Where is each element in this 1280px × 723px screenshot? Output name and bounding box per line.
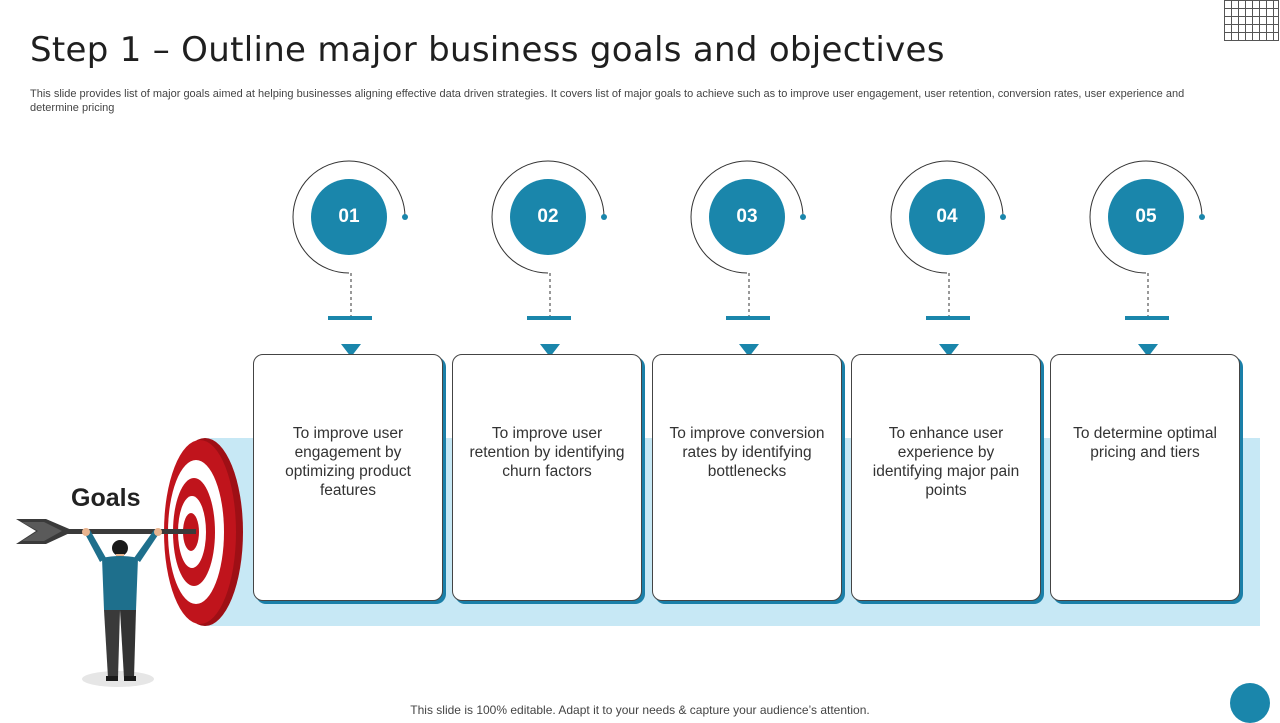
step-number-03: 03 xyxy=(709,179,785,255)
slide-subtitle: This slide provides list of major goals … xyxy=(30,88,1185,114)
step-number-05: 05 xyxy=(1108,179,1184,255)
step-bar-4 xyxy=(926,316,970,320)
step-bar-5 xyxy=(1125,316,1169,320)
step-arc-dot-1 xyxy=(402,214,408,220)
step-arc-4 xyxy=(890,160,1004,274)
target-icon xyxy=(164,438,243,626)
goal-card-04: To enhance user experience by identifyin… xyxy=(851,354,1041,601)
slide-title: Step 1 – Outline major business goals an… xyxy=(30,30,945,70)
step-number-04: 04 xyxy=(909,179,985,255)
goal-card-03: To improve conversion rates by identifyi… xyxy=(652,354,842,601)
step-bar-2 xyxy=(527,316,571,320)
goal-text-04: To enhance user experience by identifyin… xyxy=(872,425,1020,499)
step-triangle-2 xyxy=(540,344,560,357)
goal-card-02: To improve user retention by identifying… xyxy=(452,354,642,601)
step-number-01: 01 xyxy=(311,179,387,255)
goals-label: Goals xyxy=(71,484,141,512)
goal-card-01: To improve user engagement by optimizing… xyxy=(253,354,443,601)
step-triangle-1 xyxy=(341,344,361,357)
step-arc-dot-4 xyxy=(1000,214,1006,220)
step-bar-3 xyxy=(726,316,770,320)
footer-note: This slide is 100% editable. Adapt it to… xyxy=(410,703,870,717)
step-triangle-5 xyxy=(1138,344,1158,357)
goal-text-03: To improve conversion rates by identifyi… xyxy=(669,425,825,480)
step-bar-1 xyxy=(328,316,372,320)
step-arc-dot-5 xyxy=(1199,214,1205,220)
goal-text-01: To improve user engagement by optimizing… xyxy=(285,425,411,499)
step-arc-dot-3 xyxy=(800,214,806,220)
step-triangle-4 xyxy=(939,344,959,357)
decorative-circle xyxy=(1230,683,1270,723)
step-arc-dot-2 xyxy=(601,214,607,220)
step-arc-1 xyxy=(292,160,406,274)
goal-text-02: To improve user retention by identifying… xyxy=(469,425,625,480)
step-arc-5 xyxy=(1089,160,1203,274)
step-number-02: 02 xyxy=(510,179,586,255)
step-triangle-3 xyxy=(739,344,759,357)
goal-text-05: To determine optimal pricing and tiers xyxy=(1073,425,1217,461)
goal-card-05: To determine optimal pricing and tiers xyxy=(1050,354,1240,601)
arrow-icon xyxy=(16,519,196,544)
person-icon xyxy=(82,528,162,687)
step-arc-2 xyxy=(491,160,605,274)
step-arc-3 xyxy=(690,160,804,274)
grid-icon xyxy=(1224,0,1279,41)
